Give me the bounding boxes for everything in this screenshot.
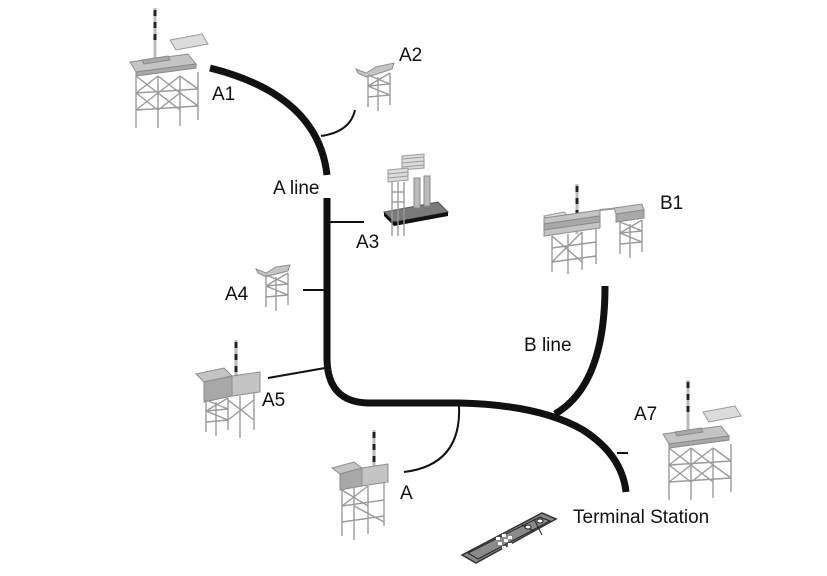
platform-a4[interactable]	[254, 264, 291, 312]
platform-b1[interactable]	[542, 182, 645, 274]
b-line-pipeline	[553, 285, 609, 418]
a-line-pipeline	[209, 64, 630, 493]
label-a4: A4	[225, 284, 249, 305]
label-a5: A5	[262, 390, 285, 411]
platform-a[interactable]	[330, 428, 389, 540]
branch-a5	[267, 367, 326, 379]
branch-a	[403, 404, 461, 473]
platform-a5[interactable]	[194, 338, 261, 438]
label-b-line: B line	[524, 335, 572, 356]
label-a: A	[400, 483, 413, 504]
branch-a2	[320, 109, 356, 137]
label-a2: A2	[399, 45, 422, 66]
label-a3: A3	[356, 232, 379, 253]
label-terminal-station: Terminal Station	[573, 507, 709, 528]
terminal-station[interactable]	[460, 512, 558, 564]
platform-a1[interactable]	[129, 6, 209, 129]
branch-lines	[267, 109, 628, 473]
platform-a3[interactable]	[382, 153, 450, 236]
label-a-line: A line	[273, 178, 319, 199]
label-a1: A1	[212, 84, 235, 105]
label-a7: A7	[634, 404, 657, 425]
platform-a2[interactable]	[354, 62, 395, 112]
label-b1: B1	[660, 193, 683, 214]
platform-a7[interactable]	[662, 378, 742, 501]
